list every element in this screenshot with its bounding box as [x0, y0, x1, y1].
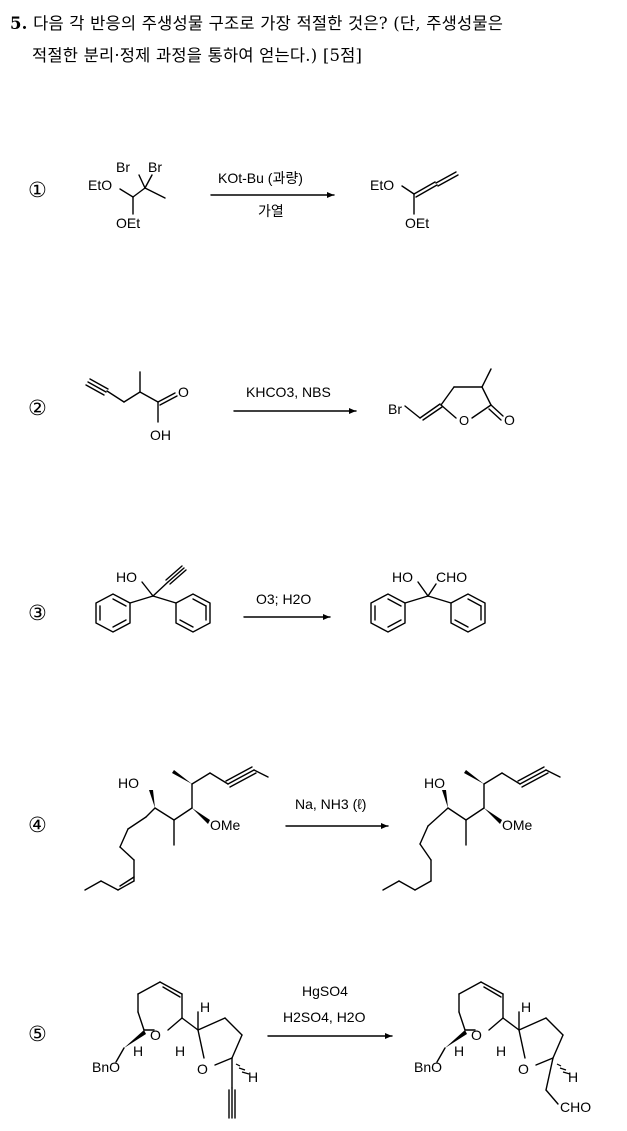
reagent-4-top: Na, NH3 (ℓ)	[295, 796, 366, 812]
p3-ho-label: HO	[392, 569, 413, 585]
reagent-5-bottom: H2SO4, H2O	[283, 1009, 366, 1025]
sm4-ome-label: OMe	[210, 817, 241, 833]
p4-ho-label: HO	[424, 775, 445, 791]
option-2-product: Br O O	[388, 368, 515, 428]
sm1-eto-label: EtO	[88, 177, 112, 193]
reagent-5-top: HgSO4	[302, 983, 348, 999]
p4-ome-label: OMe	[502, 817, 533, 833]
option-1-starting-material: Br Br EtO OEt	[88, 159, 166, 231]
p5-thf-o-label: O	[518, 1061, 529, 1077]
p2-carbonyl-o-label: O	[504, 412, 515, 428]
reagent-1-top: KOt-Bu (과량)	[218, 170, 303, 186]
sm5-h-label-4: H	[248, 1069, 258, 1085]
question-text: 5. 다음 각 반응의 주생성물 구조로 가장 적절한 것은? (단, 주생성물…	[10, 8, 620, 72]
sm4-ho-label: HO	[118, 775, 139, 791]
sm2-o-label: O	[178, 384, 189, 400]
p5-h-label-2: H	[496, 1043, 506, 1059]
p5-h-label-1: H	[454, 1043, 464, 1059]
option-2-arrow: KHCO3, NBS	[233, 384, 357, 414]
sm5-h-label-3: H	[200, 999, 210, 1015]
sm5-h-label-2: H	[175, 1043, 185, 1059]
option-1-number[interactable]: ①	[28, 178, 47, 202]
option-5-number[interactable]: ⑤	[28, 1022, 47, 1046]
option-3-number[interactable]: ③	[28, 601, 47, 625]
sm5-thf-o-label: O	[197, 1061, 208, 1077]
option-5-product: BnO H O H O H H CHO	[414, 981, 591, 1115]
p1-eto-label: EtO	[370, 177, 394, 193]
p1-oet-label: OEt	[405, 215, 429, 231]
question-number: 5.	[10, 14, 28, 33]
option-4-number[interactable]: ④	[28, 813, 47, 837]
p5-pyran-o-label: O	[471, 1027, 482, 1043]
option-4-arrow: Na, NH3 (ℓ)	[285, 796, 389, 829]
sm5-pyran-o-label: O	[150, 1027, 161, 1043]
option-3-starting-material: HO	[95, 565, 211, 633]
option-5-arrow: HgSO4 H2SO4, H2O	[267, 983, 393, 1039]
p2-ring-o-label: O	[459, 413, 469, 428]
p2-br-label: Br	[388, 401, 402, 417]
question-line-2: 적절한 분리·정제 과정을 통하여 얻는다.) [5점]	[32, 46, 363, 65]
sm1-oet-label: OEt	[116, 215, 140, 231]
option-1-arrow: KOt-Bu (과량) 가열	[210, 170, 335, 219]
sm5-h-label-1: H	[133, 1043, 143, 1059]
option-4-starting-material: HO OMe	[84, 766, 269, 891]
sm2-oh-label: OH	[150, 427, 171, 443]
sm5-bno-label: BnO	[92, 1059, 120, 1075]
p5-h-label-3: H	[521, 999, 531, 1015]
p3-cho-label: CHO	[436, 569, 467, 585]
option-2-number[interactable]: ②	[28, 396, 47, 420]
sm3-ho-label: HO	[116, 569, 137, 585]
option-2-starting-material: O OH	[85, 371, 189, 443]
option-3-product: HO CHO	[370, 569, 486, 633]
reagent-3-top: O3; H2O	[256, 591, 311, 607]
reagent-2-top: KHCO3, NBS	[246, 384, 331, 400]
reagent-1-bottom: 가열	[258, 203, 284, 219]
sm1-br-label-1: Br	[116, 159, 130, 175]
p5-bno-label: BnO	[414, 1059, 442, 1075]
p5-cho-label: CHO	[560, 1099, 591, 1115]
option-5-starting-material: BnO H O H O H H	[92, 981, 258, 1119]
option-1-product: EtO OEt	[370, 171, 459, 231]
question-line-1: 다음 각 반응의 주생성물 구조로 가장 적절한 것은? (단, 주생성물은	[33, 14, 504, 33]
p5-h-label-4: H	[568, 1069, 578, 1085]
option-4-product: HO OMe	[382, 766, 561, 891]
option-3-arrow: O3; H2O	[243, 591, 331, 620]
sm1-br-label-2: Br	[148, 159, 162, 175]
